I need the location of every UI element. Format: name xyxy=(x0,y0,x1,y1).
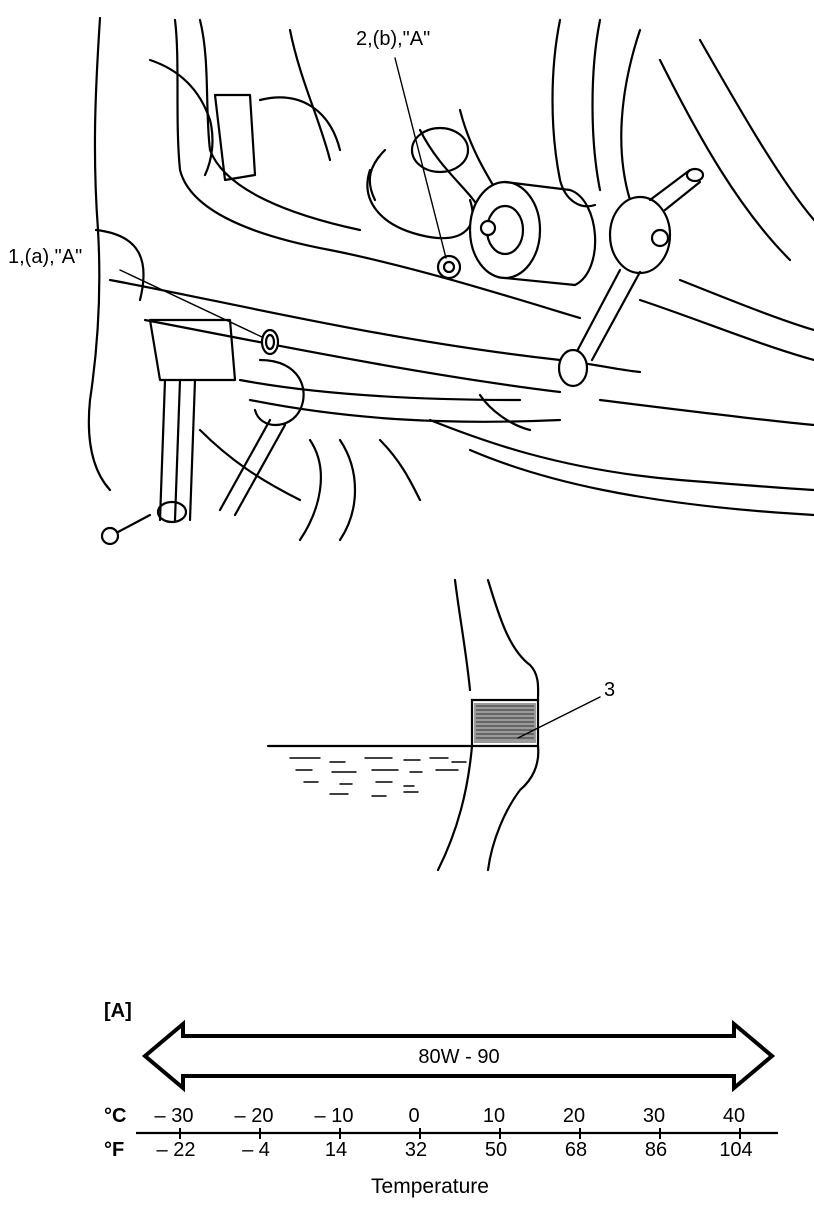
celsius-tick-label: 10 xyxy=(483,1105,505,1127)
fahrenheit-tick-labels: – 22 – 4 14 32 50 68 86 104 xyxy=(157,1139,753,1161)
fahrenheit-tick-label: 32 xyxy=(405,1139,427,1161)
fahrenheit-tick-label: – 22 xyxy=(157,1139,196,1161)
celsius-unit-label: °C xyxy=(104,1105,126,1127)
callout-3-label: 3 xyxy=(604,679,615,701)
viscosity-temperature-chart: [A] 80W - 90 °C °F – 30 – 20 – 10 0 10 20 30 40… xyxy=(104,1000,778,1198)
celsius-tick-label: 0 xyxy=(408,1105,419,1127)
drain-plug-2 xyxy=(436,254,462,280)
celsius-tick-labels: – 30 – 20 – 10 0 10 20 30 40 xyxy=(155,1105,746,1127)
celsius-tick-label: 40 xyxy=(723,1105,745,1127)
celsius-tick-label: – 20 xyxy=(235,1105,274,1127)
fahrenheit-tick-label: – 4 xyxy=(242,1139,270,1161)
fahrenheit-tick-label: 86 xyxy=(645,1139,667,1161)
axis-title: Temperature xyxy=(371,1175,489,1198)
fahrenheit-tick-label: 68 xyxy=(565,1139,587,1161)
celsius-tick-label: 20 xyxy=(563,1105,585,1127)
viscosity-grade-label: 80W - 90 xyxy=(418,1046,499,1068)
celsius-tick-label: – 10 xyxy=(315,1105,354,1127)
fahrenheit-tick-label: 50 xyxy=(485,1139,507,1161)
differential-assembly-illustration xyxy=(87,16,814,546)
fahrenheit-tick-label: 14 xyxy=(325,1139,347,1161)
oil-level-section-illustration xyxy=(266,578,601,872)
fahrenheit-tick-label: 104 xyxy=(719,1139,752,1161)
celsius-tick-label: 30 xyxy=(643,1105,665,1127)
callout-1-label: 1,(a),"A" xyxy=(8,246,82,268)
fahrenheit-unit-label: °F xyxy=(104,1139,124,1161)
chart-bracket-label: [A] xyxy=(104,1000,132,1022)
viscosity-range-arrow xyxy=(141,1019,776,1093)
oil-level-mark xyxy=(474,703,536,743)
celsius-tick-label: – 30 xyxy=(155,1105,194,1127)
callout-2-label: 2,(b),"A" xyxy=(356,28,430,50)
axis-tick-marks xyxy=(179,1128,741,1139)
fill-plug-1 xyxy=(260,328,280,356)
